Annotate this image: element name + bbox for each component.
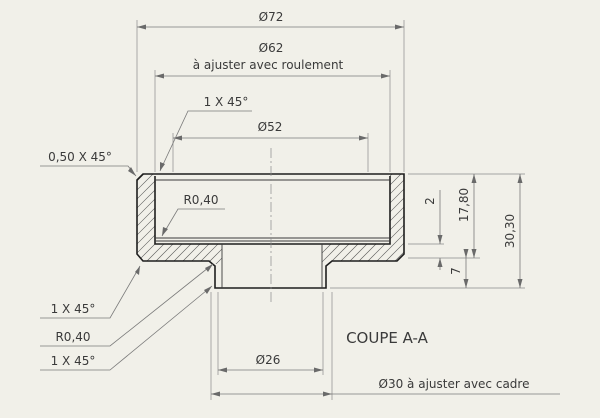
hatch-line [322,174,343,264]
hatch-line [173,174,222,264]
hatch-line [215,170,315,270]
callout-chamfer-outer: 0,50 X 45° [48,150,112,164]
hatch-line [164,174,222,264]
dim-h1780-label: 17,80 [457,188,471,222]
hatch-line [137,174,176,264]
dim-d62-note: à ajuster avec roulement [193,58,344,72]
hatch-line [340,174,404,264]
hatch-line [137,174,221,264]
callout-chamfer-top: 1 X 45° [204,95,249,109]
hatch-line [331,174,404,264]
hatch-line [358,174,404,264]
hatch-line [155,174,222,264]
hatch-line [322,174,334,264]
hatch-line [228,170,328,270]
hatch-line [137,174,158,264]
hatch-line [385,174,404,264]
hatch-line [137,174,203,264]
hatch-line [137,174,140,264]
hatch-line [191,174,222,264]
hatch-line [137,174,222,264]
callout-radius-inner: R0,40 [183,193,218,207]
hatch-line [182,174,222,264]
dim-d30-label: Ø30 à ajuster avec cadre [379,377,530,391]
hatch-line [209,174,222,264]
hatch-line [322,174,404,264]
hatch-line [322,174,404,264]
hatch-line [376,174,404,264]
hatch-line [137,174,185,264]
dim-d72-label: Ø72 [259,10,284,24]
section-hatching-left [30,170,328,270]
callout-leaders [40,110,252,371]
hatch-line [137,174,167,264]
part-outline [136,173,405,289]
dim-d62-label: Ø62 [259,41,284,55]
hatch-line [146,174,222,264]
hatch-line [30,170,130,270]
hatch-line [137,174,222,264]
hatch-line [137,174,212,264]
hatch-line [137,174,194,264]
hatch-line [200,174,222,264]
callout-radius-bottom: R0,40 [55,330,90,344]
dimension-lines [137,24,560,397]
dim-d26-label: Ø26 [256,353,281,367]
hatch-line [218,174,222,264]
section-title: COUPE A-A [346,329,429,347]
hatch-line [349,174,404,264]
hatch-line [322,174,379,264]
hatch-line [322,174,361,264]
callout-chamfer-bottom-2: 1 X 45° [51,354,96,368]
extension-lines [136,20,525,400]
callout-chamfer-bottom-1: 1 X 45° [51,302,96,316]
hatch-line [322,174,352,264]
dim-d52-label: Ø52 [258,120,283,134]
hatch-line [367,174,404,264]
hatch-line [403,174,404,264]
hatch-line [394,174,404,264]
dim-h3030-label: 30,30 [503,214,517,248]
hatch-line [322,174,397,264]
hatch-line [322,174,370,264]
dim-h2-label: 2 [423,197,437,205]
hatch-line [322,174,388,264]
dim-h7-label: 7 [449,267,463,275]
hatch-line [322,174,325,264]
hatch-line [137,174,149,264]
